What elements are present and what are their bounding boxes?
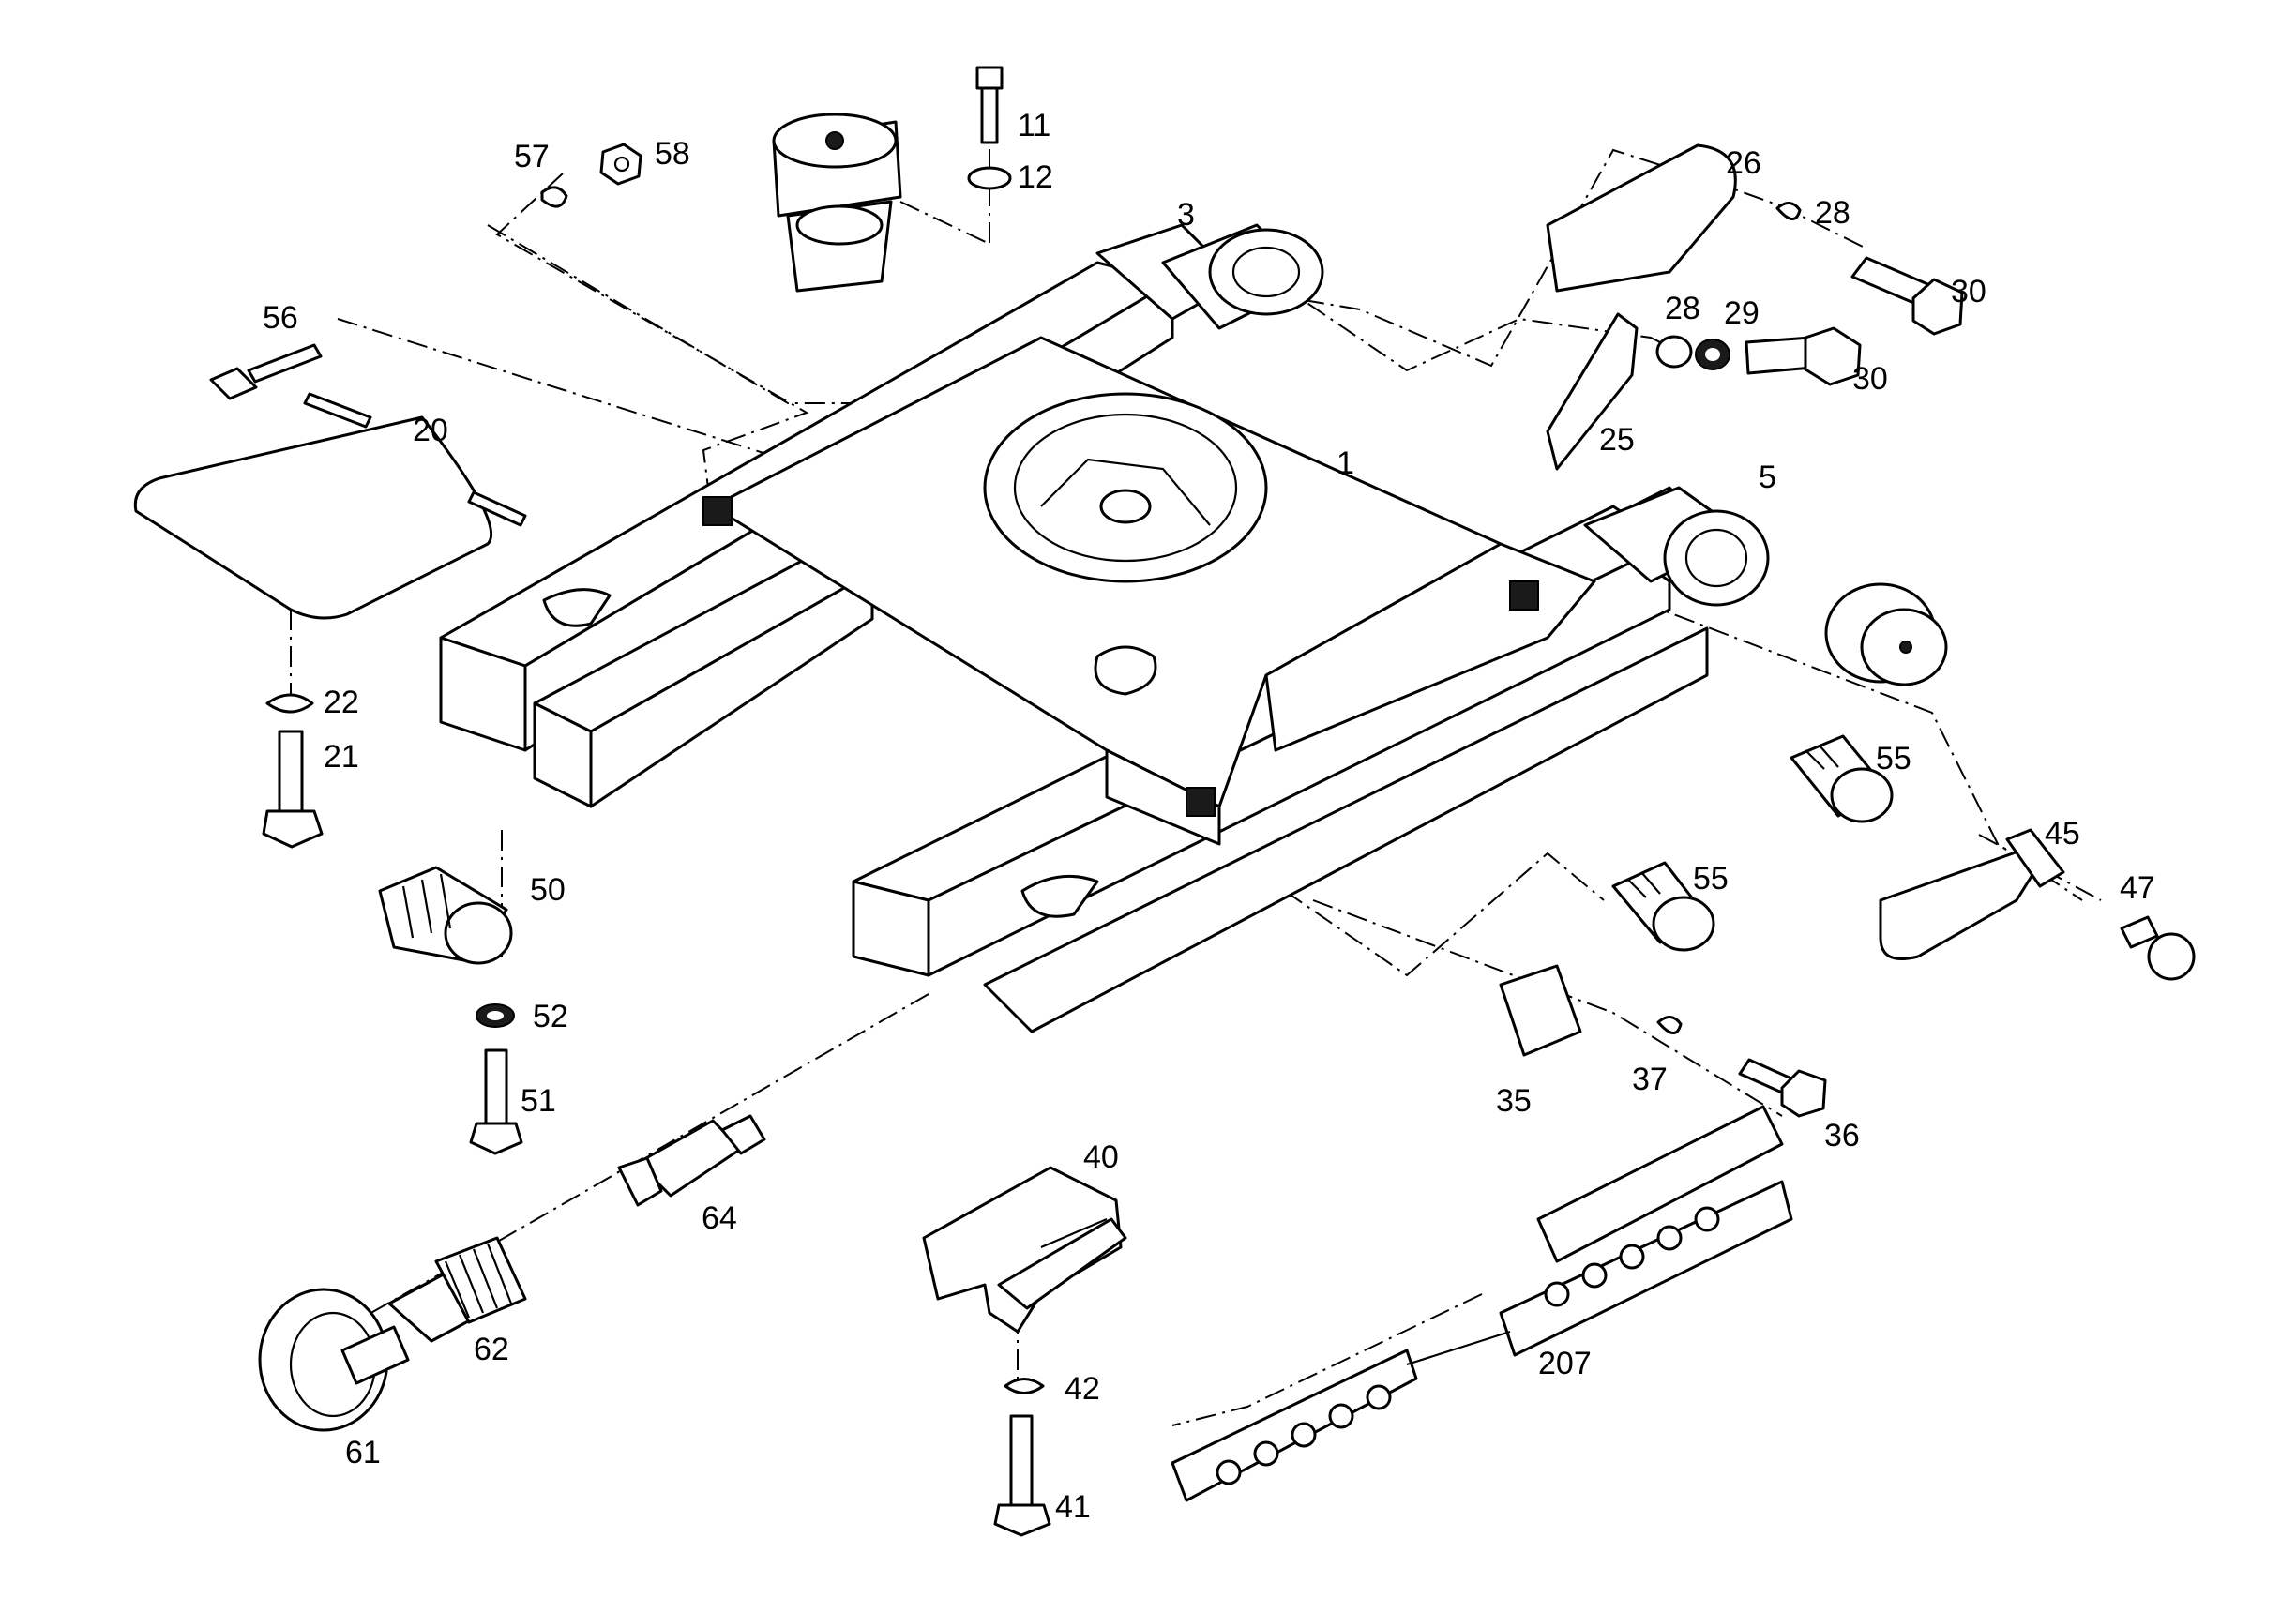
roller-part-55-upper <box>1790 734 1894 823</box>
travel-motor <box>1824 582 1948 686</box>
callout-40: 40 <box>1083 1139 1119 1175</box>
callout-25: 25 <box>1599 422 1635 458</box>
lock-washer-part-22 <box>265 693 314 714</box>
bolt-part-51 <box>469 1048 523 1155</box>
callout-55-upper: 55 <box>1876 741 1911 776</box>
callout-64: 64 <box>702 1200 737 1236</box>
lock-washer-part-42 <box>1004 1378 1045 1394</box>
callout-58: 58 <box>655 136 690 172</box>
callout-62: 62 <box>474 1332 509 1367</box>
callout-61: 61 <box>345 1435 381 1470</box>
callout-28-upper: 28 <box>1815 195 1850 231</box>
callout-11: 11 <box>1018 108 1050 143</box>
cover-plate-part-20 <box>133 392 527 620</box>
cover-part-35 <box>1499 964 1582 1057</box>
bolt-part-30-lower <box>1745 326 1862 386</box>
callout-50: 50 <box>530 872 566 908</box>
callout-30-upper: 30 <box>1951 274 1986 309</box>
callout-12: 12 <box>1018 159 1053 195</box>
main-frame-part-1 <box>439 223 1728 1033</box>
callout-3: 3 <box>1177 197 1195 233</box>
callout-41: 41 <box>1055 1489 1091 1525</box>
callout-20: 20 <box>413 413 448 448</box>
bracket-plate-part-25 <box>1546 312 1639 471</box>
lock-washer-part-28-upper <box>1775 202 1802 220</box>
washer-part-52 <box>476 1003 515 1028</box>
lock-washer-part-37 <box>1656 1016 1683 1034</box>
callout-5: 5 <box>1759 460 1776 495</box>
washer-part-29 <box>1695 339 1730 370</box>
recoil-spring-part-62 <box>387 1236 527 1343</box>
callout-45: 45 <box>2045 816 2080 852</box>
motor-mount-part-3 <box>1161 223 1324 330</box>
callout-35: 35 <box>1496 1083 1532 1119</box>
callout-labels: 1 3 5 11 12 20 21 22 25 26 28 28 29 30 3… <box>263 108 2155 1525</box>
track-chain-part-207 <box>1171 1105 1793 1502</box>
cover-plate-part-26 <box>1546 143 1737 293</box>
callout-21: 21 <box>324 739 359 775</box>
callout-42: 42 <box>1065 1371 1100 1407</box>
carrier-roller-part-50 <box>378 866 513 965</box>
callout-47: 47 <box>2120 870 2155 906</box>
bolt-part-56 <box>209 343 323 400</box>
washer-part-28-lower <box>1655 335 1693 369</box>
callout-28-lower: 28 <box>1665 291 1700 326</box>
bolt-part-36 <box>1738 1058 1827 1118</box>
bolt-part-11 <box>967 66 1012 190</box>
callout-55-lower: 55 <box>1693 861 1729 897</box>
bolt-part-47 <box>2120 915 2196 981</box>
bolt-part-21 <box>262 730 324 849</box>
rotary-joint <box>772 113 902 293</box>
idler-wheel-part-61 <box>258 1288 410 1432</box>
nut-part-58 <box>599 143 642 186</box>
callout-30-lower: 30 <box>1852 361 1888 397</box>
callout-207: 207 <box>1538 1346 1592 1381</box>
track-guide-part-40 <box>922 1166 1127 1334</box>
bolt-part-30-upper <box>1850 256 1964 336</box>
callout-29: 29 <box>1724 295 1760 331</box>
callout-36: 36 <box>1824 1118 1860 1153</box>
adjuster-part-64 <box>617 1114 766 1207</box>
callout-37: 37 <box>1632 1062 1668 1097</box>
callout-22: 22 <box>324 685 359 720</box>
motor-mount-part-5 <box>1583 486 1770 607</box>
callout-56: 56 <box>263 300 298 336</box>
lock-washer-part-57 <box>540 186 568 208</box>
bolt-part-41 <box>993 1414 1051 1537</box>
callout-51: 51 <box>521 1083 556 1119</box>
callout-52: 52 <box>533 999 568 1034</box>
roller-part-55-lower <box>1611 861 1715 952</box>
track-links <box>1216 1206 1720 1485</box>
callout-1: 1 <box>1337 445 1354 481</box>
callout-26: 26 <box>1726 145 1761 181</box>
callout-57: 57 <box>514 139 550 174</box>
track-guard-part-45 <box>1879 828 2065 960</box>
